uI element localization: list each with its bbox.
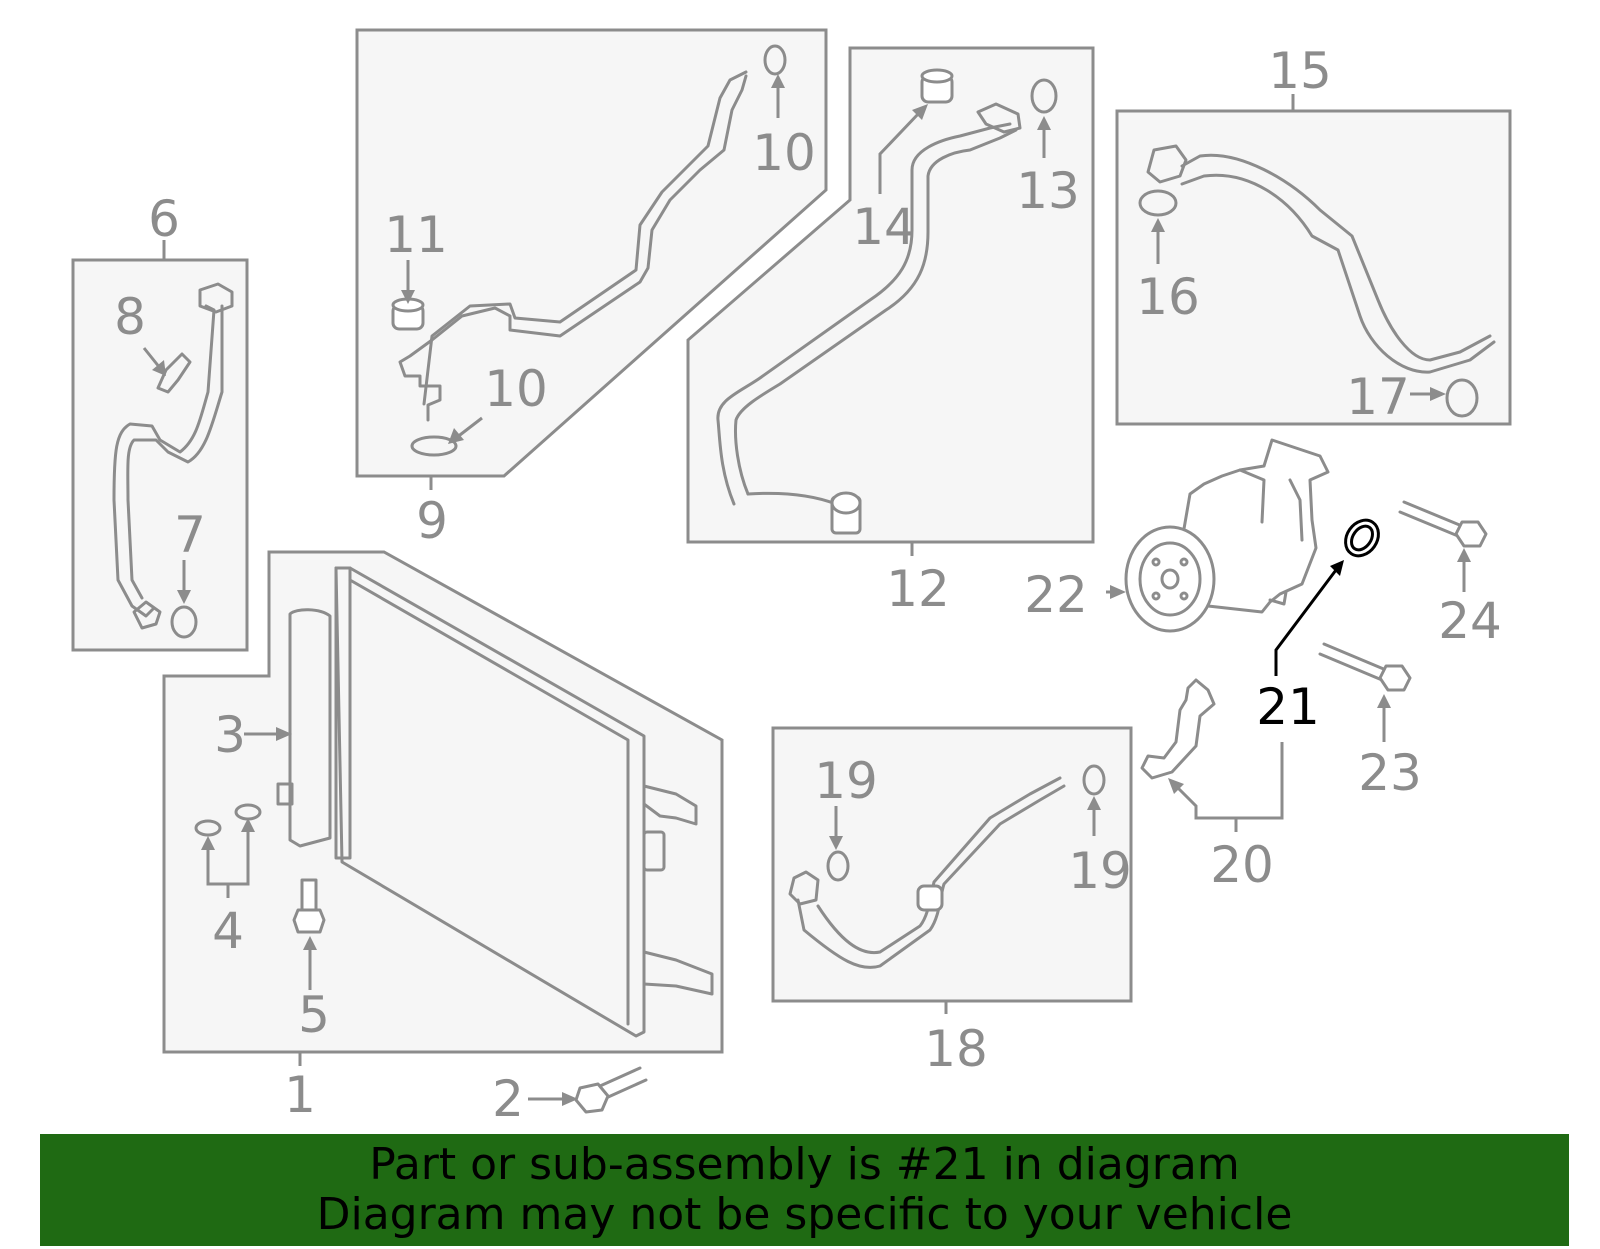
group-15-hose-assembly [1115,109,1512,426]
callout-5: 5 [298,986,330,1044]
part-23-bolt [1318,642,1412,692]
callout-10-upper: 10 [752,124,816,182]
part-21-o-ring [1344,518,1380,558]
callout-10-lower: 10 [484,360,548,418]
callout-17: 17 [1346,368,1410,426]
callout-16: 16 [1136,268,1200,326]
callout-1: 1 [284,1066,316,1124]
banner-line-2: Diagram may not be specific to your vehi… [316,1189,1293,1240]
part-22-ac-compressor [1124,438,1330,633]
callout-3: 3 [214,706,246,764]
part-24-bolt [1398,500,1488,548]
callout-7: 7 [174,506,206,564]
banner-line-1: Part or sub-assembly is #21 in diagram [369,1139,1240,1190]
part-20-discharge-pipe [1140,678,1216,780]
callout-18: 18 [924,1020,988,1078]
callout-8: 8 [114,288,146,346]
callout-23: 23 [1358,744,1422,802]
callout-numbers: 1 2 3 4 5 6 7 8 9 10 10 11 12 13 14 15 1… [114,42,1502,1128]
callout-22: 22 [1024,566,1088,624]
group-18-hose-assembly [771,726,1133,1003]
callout-19-right: 19 [1068,842,1132,900]
group-6-pipe-assembly [71,258,249,652]
callout-24: 24 [1438,592,1502,650]
callout-15: 15 [1268,42,1332,100]
callout-2: 2 [492,1070,524,1128]
part-notice-banner: Part or sub-assembly is #21 in diagram D… [40,1134,1569,1246]
callout-4: 4 [212,902,244,960]
group-12-pipe-assembly [686,46,1095,544]
callout-14: 14 [852,198,916,256]
callout-6: 6 [148,190,180,248]
callout-20: 20 [1210,836,1274,894]
callout-21-highlighted: 21 [1256,678,1320,736]
callout-13: 13 [1016,162,1080,220]
group-1-condenser-assembly [162,550,724,1054]
callout-19-left: 19 [814,752,878,810]
callout-12: 12 [886,560,950,618]
callout-11: 11 [384,206,448,264]
leader-lines [142,74,1471,1106]
callout-9: 9 [416,492,448,550]
part-2-bolt [574,1066,648,1114]
